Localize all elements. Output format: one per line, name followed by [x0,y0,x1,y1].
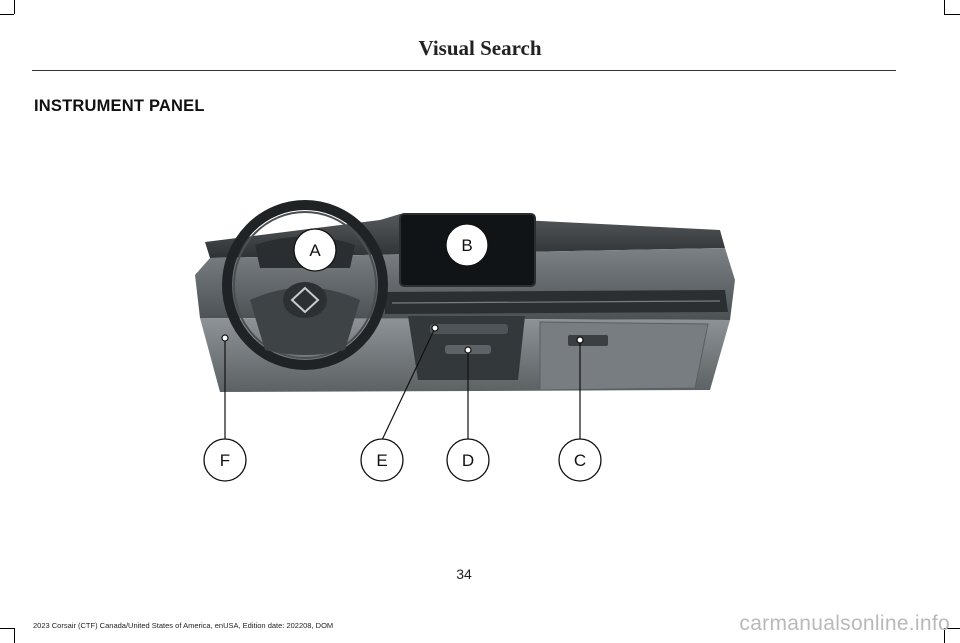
footer-edition-text: 2023 Corsair (CTF) Canada/United States … [33,621,334,630]
glove-box [539,321,709,391]
callout-a: A [293,228,337,272]
crop-mark-bottom-right-h [944,628,960,629]
callout-c: C [558,438,602,482]
crop-mark-top-left-h [0,14,14,15]
steering-wheel-inner [233,211,377,359]
callout-e: E [360,438,404,482]
callout-f: F [203,438,247,482]
crop-mark-top-left-v [14,0,15,14]
callout-d: D [446,438,490,482]
instrument-panel-illustration: A B C D E F [195,200,735,482]
leader-dot-e [431,324,439,332]
leader-line-e [381,327,436,441]
callout-label-a: A [309,241,321,260]
callout-label-b: B [461,236,472,255]
watermark: carmanualsonline.info [739,612,950,635]
callout-label-f: F [220,451,230,470]
crop-mark-bottom-right-v [944,628,945,643]
leader-dot-f [221,334,229,342]
callout-label-e: E [376,451,387,470]
crop-mark-top-right-h [944,14,960,15]
callout-b: B [445,223,489,267]
header-rule [32,70,896,71]
glove-box-handle [568,335,608,346]
control-buttons [430,324,508,334]
callout-label-d: D [462,451,474,470]
crop-mark-bottom-left-v [14,628,15,643]
steering-wheel-rim [222,200,388,370]
airbag-cover [283,282,327,318]
vent-slat [391,300,721,304]
page-number: 34 [456,566,472,582]
crop-mark-top-right-v [944,0,945,14]
steering-wheel-hub [250,287,360,355]
leader-dot-d [464,346,472,354]
leader-dot-c [576,336,584,344]
section-title: INSTRUMENT PANEL [34,97,205,115]
brand-emblem-icon [290,286,320,314]
callout-label-c: C [574,451,586,470]
crop-mark-bottom-left-h [0,628,14,629]
page-header: Visual Search [418,36,542,60]
